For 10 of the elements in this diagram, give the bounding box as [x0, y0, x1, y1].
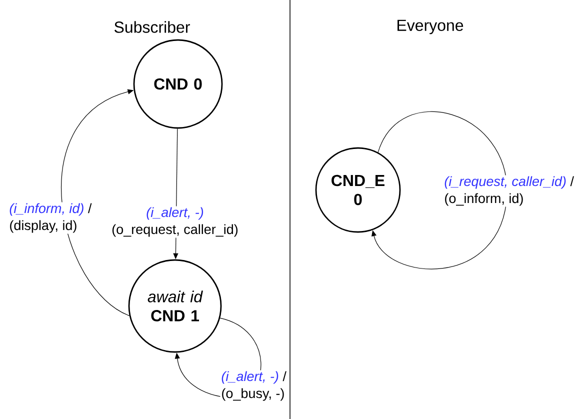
arrow: [372, 111, 508, 270]
edge-label: (o_inform, id): [445, 193, 523, 206]
edge-label: (i_inform, id) / (display, id): [8, 202, 93, 234]
column-title: Everyone: [398, 20, 464, 34]
edge-label: (i_alert, -) (o_request, caller_id): [110, 206, 240, 238]
edge-label: (i_request, caller_id): [444, 176, 566, 189]
column-title: Subscriber: [114, 21, 190, 33]
edge-label: (i_request, caller_id) / (o_inform, id): [443, 175, 575, 207]
edge-label: (i_alert, -) / (o_busy, -): [220, 370, 288, 402]
edge-label: /: [570, 176, 574, 186]
